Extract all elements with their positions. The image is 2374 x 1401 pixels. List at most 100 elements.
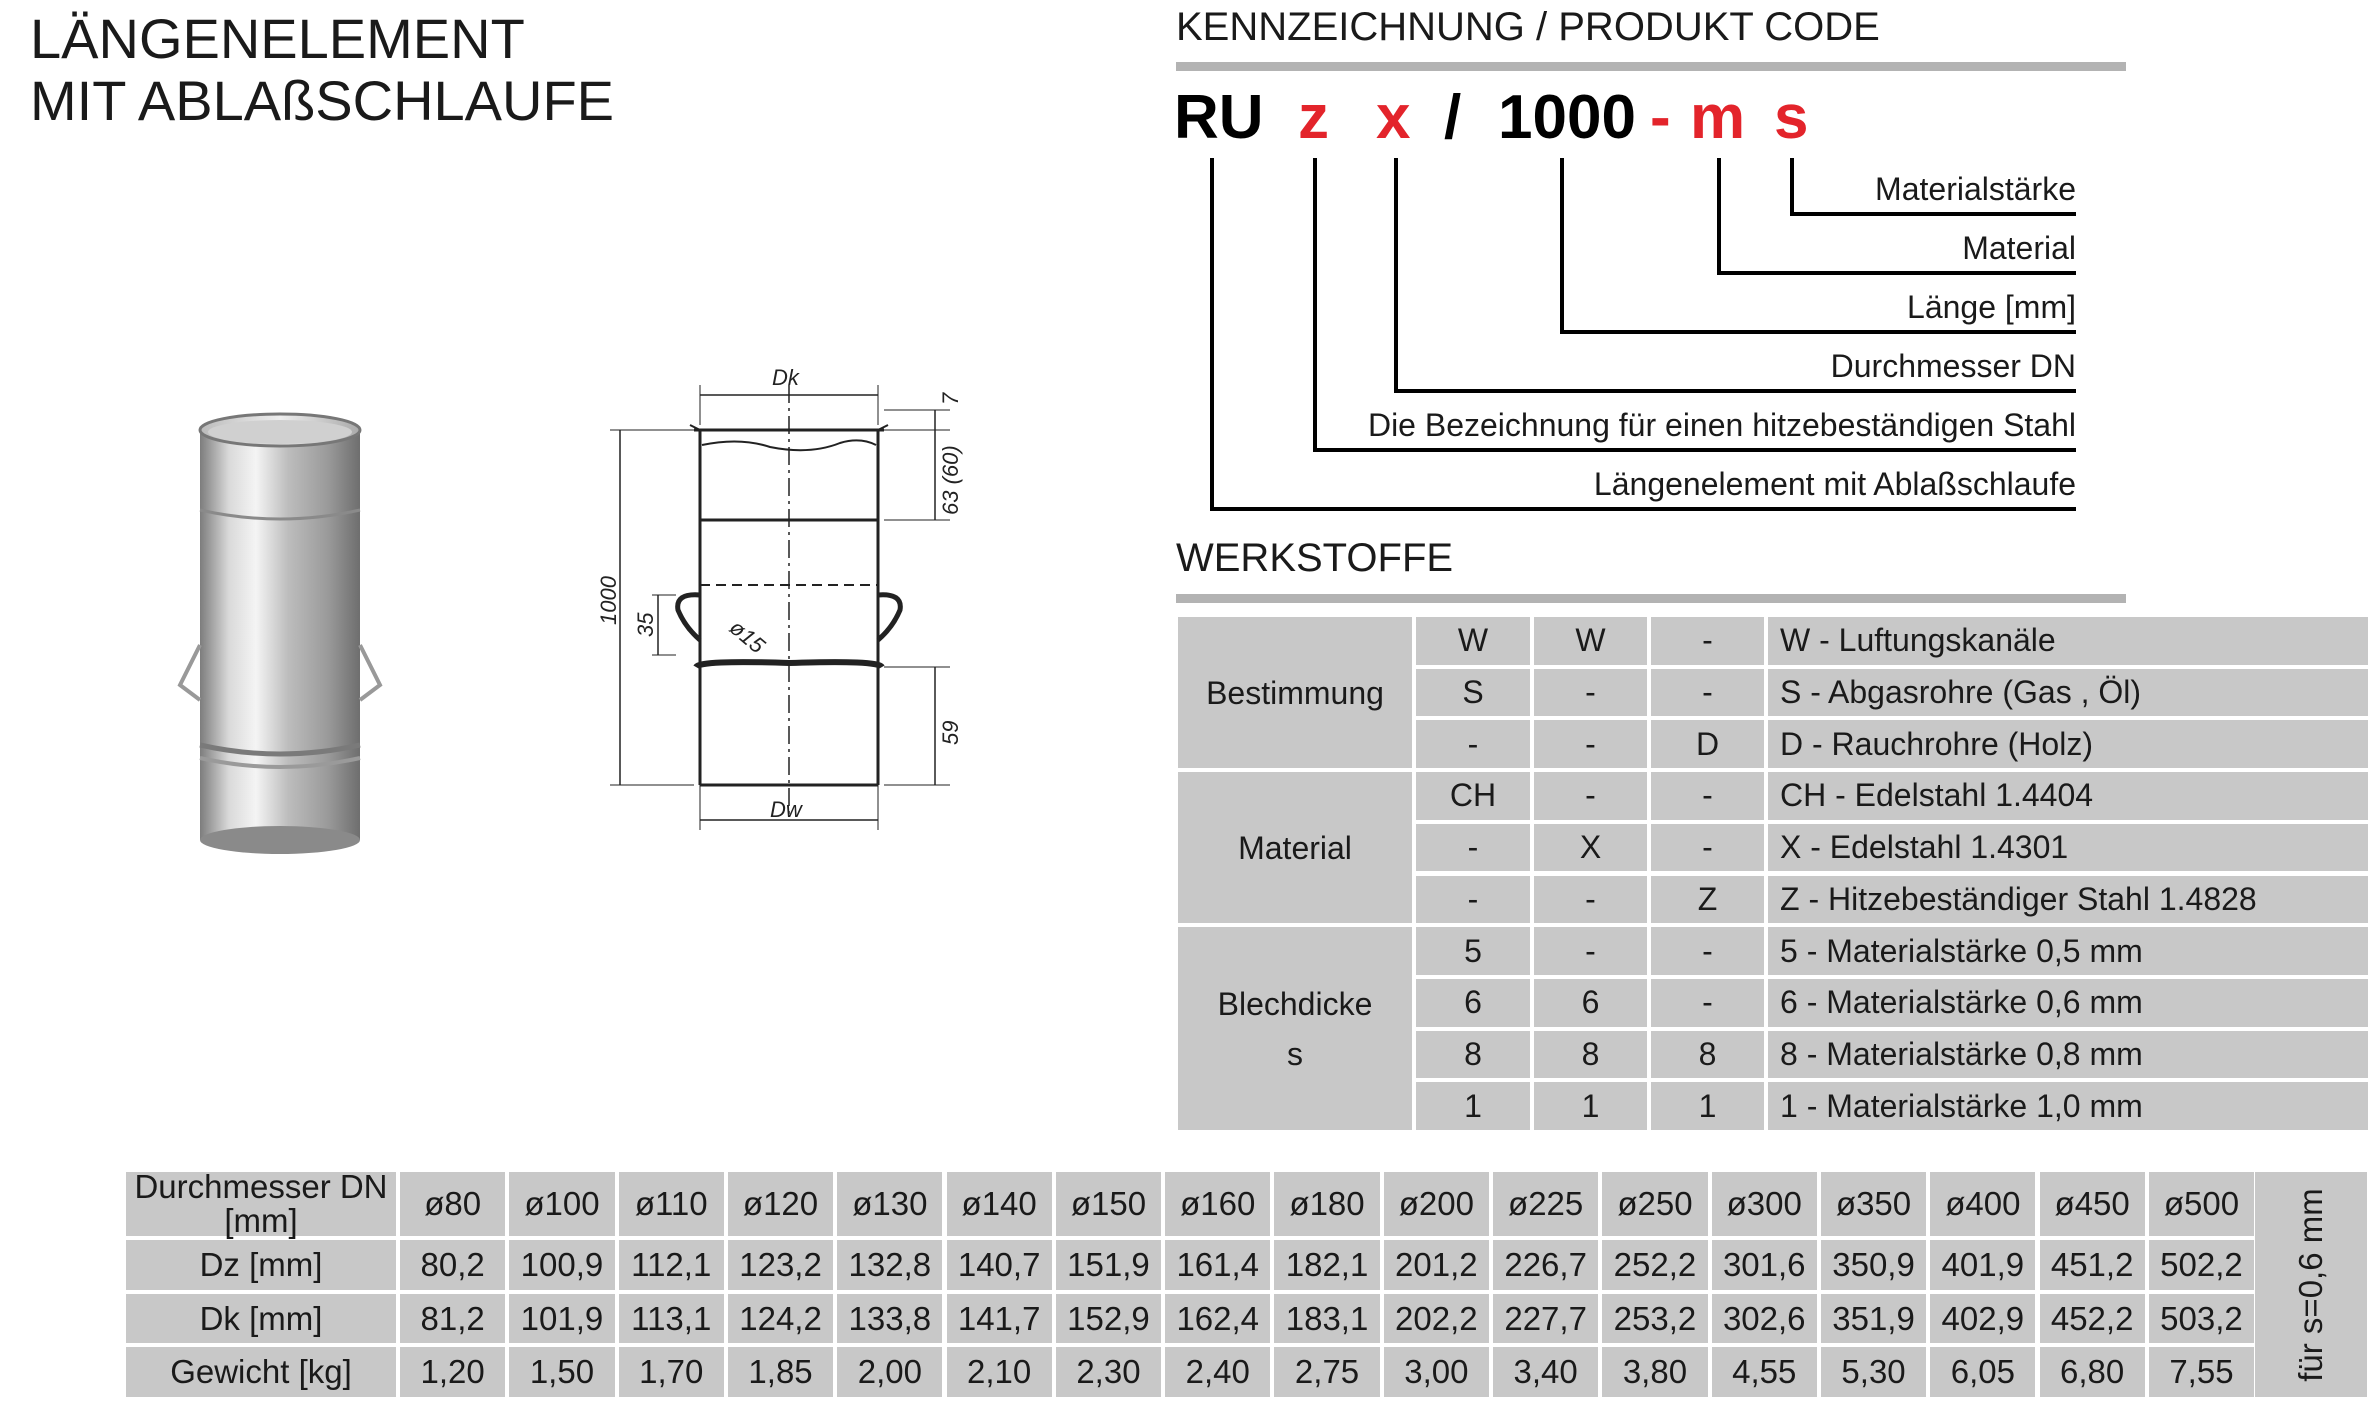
dim-top63-label: 63 (60) xyxy=(938,445,963,515)
dims-value-cell: 402,9 xyxy=(1930,1294,2036,1343)
werkstoffe-desc-cell: CH - Edelstahl 1.4404 xyxy=(1768,772,2368,820)
werkstoffe-desc-cell: 8 - Materialstärke 0,8 mm xyxy=(1768,1030,2368,1079)
dims-value-cell: 124,2 xyxy=(727,1294,834,1343)
werkstoffe-desc-cell: 1 - Materialstärke 1,0 mm xyxy=(1768,1082,2368,1130)
dims-value-cell: 133,8 xyxy=(837,1294,943,1343)
werkstoffe-desc-cell: D - Rauchrohre (Holz) xyxy=(1768,720,2368,769)
dims-value-cell: 201,2 xyxy=(1383,1240,1489,1290)
werkstoffe-code-cell: - xyxy=(1651,668,1764,717)
dims-value-cell: 502,2 xyxy=(2148,1240,2255,1290)
dims-row-label: Gewicht [kg] xyxy=(126,1347,396,1397)
group-label-line: Material xyxy=(1238,829,1352,866)
werkstoffe-code-cell: - xyxy=(1651,772,1764,820)
dims-value-cell: 1,20 xyxy=(400,1347,506,1397)
werkstoffe-code-cell: D xyxy=(1651,720,1764,769)
werkstoffe-code-cell: - xyxy=(1651,617,1764,665)
werkstoffe-code-cell: 1 xyxy=(1416,1082,1530,1130)
leader-materialstaerke-vline xyxy=(1790,158,1794,214)
dims-value-cell: ø250 xyxy=(1602,1172,1708,1236)
werkstoffe-code-cell: - xyxy=(1651,978,1764,1027)
werkstoffe-group-label: Blechdicke s xyxy=(1178,927,1412,1130)
werkstoffe-code-cell: - xyxy=(1416,823,1530,872)
dims-value-cell: 183,1 xyxy=(1274,1294,1380,1343)
dims-value-cell: ø450 xyxy=(2039,1172,2145,1236)
dims-value-cell: 112,1 xyxy=(618,1240,724,1290)
page-title: LÄNGENELEMENT MIT ABLAßSCHLAUFE xyxy=(30,8,614,132)
group-label-line: s xyxy=(1287,1035,1303,1072)
code-heading: KENNZEICHNUNG / PRODUKT CODE xyxy=(1176,5,1880,49)
leader-laengenelement-hline xyxy=(1210,507,2076,511)
dims-value-cell: 2,40 xyxy=(1165,1347,1271,1397)
dims-value-cell: 202,2 xyxy=(1383,1294,1489,1343)
dims-side-note-text: für s=0,6 mm xyxy=(2292,1187,2329,1382)
dims-row-label: Dk [mm] xyxy=(126,1294,396,1343)
leader-durchmesser-label: Durchmesser DN xyxy=(1830,348,2076,384)
title-line-2: MIT ABLAßSCHLAUFE xyxy=(30,69,615,132)
dims-value-cell: 152,9 xyxy=(1055,1294,1162,1343)
dims-value-cell: 113,1 xyxy=(618,1294,724,1343)
code-s: s xyxy=(1774,83,1809,152)
dims-value-cell: 253,2 xyxy=(1602,1294,1708,1343)
dims-value-cell: 6,80 xyxy=(2039,1347,2145,1397)
dims-value-cell: 3,00 xyxy=(1383,1347,1489,1397)
dim-loop-label: 35 xyxy=(633,612,658,637)
dims-value-cell: 2,10 xyxy=(946,1347,1052,1397)
dims-value-cell: 401,9 xyxy=(1930,1240,2036,1290)
werkstoffe-code-cell: 8 xyxy=(1416,1030,1530,1079)
code-z: z xyxy=(1298,83,1329,152)
werkstoffe-code-cell: - xyxy=(1416,875,1530,924)
leader-durchmesser-hline xyxy=(1394,389,2076,393)
dims-row-label: Durchmesser DN [mm] xyxy=(126,1170,396,1238)
dims-value-cell: 351,9 xyxy=(1820,1294,1927,1343)
dims-value-cell: 2,00 xyxy=(837,1347,943,1397)
werkstoffe-desc-cell: W - Luftungskanäle xyxy=(1768,617,2368,665)
code-dash: - xyxy=(1650,83,1671,152)
leader-material-vline xyxy=(1717,158,1721,273)
leader-laenge-hline xyxy=(1560,330,2076,334)
dims-value-cell: 2,30 xyxy=(1055,1347,1162,1397)
werkstoffe-code-cell: S xyxy=(1416,668,1530,717)
dims-value-cell: 302,6 xyxy=(1711,1294,1817,1343)
dims-value-cell: ø350 xyxy=(1820,1172,1927,1236)
leader-materialstaerke-hline xyxy=(1790,212,2076,216)
dim-dk-label: Dk xyxy=(772,365,800,390)
werkstoffe-code-cell: 1 xyxy=(1651,1082,1764,1130)
dims-value-cell: ø130 xyxy=(837,1172,943,1236)
werkstoffe-code-cell: W xyxy=(1416,617,1530,665)
werkstoffe-code-cell: 5 xyxy=(1416,927,1530,975)
werkstoffe-desc-cell: 5 - Materialstärke 0,5 mm xyxy=(1768,927,2368,975)
dim-dw-label: Dw xyxy=(770,797,804,822)
werkstoffe-desc-cell: S - Abgasrohre (Gas , Öl) xyxy=(1768,668,2368,717)
dims-value-cell: 161,4 xyxy=(1165,1240,1271,1290)
dims-value-cell: 1,50 xyxy=(509,1347,615,1397)
werkstoffe-code-cell: - xyxy=(1534,927,1647,975)
dims-value-cell: 162,4 xyxy=(1165,1294,1271,1343)
werkstoffe-desc-cell: Z - Hitzebeständiger Stahl 1.4828 xyxy=(1768,875,2368,924)
dims-value-cell: 5,30 xyxy=(1820,1347,1927,1397)
werkstoffe-code-cell: X xyxy=(1534,823,1647,872)
dims-value-cell: 132,8 xyxy=(837,1240,943,1290)
dims-value-cell: 123,2 xyxy=(727,1240,834,1290)
dims-value-cell: 80,2 xyxy=(400,1240,506,1290)
dims-value-cell: 226,7 xyxy=(1493,1240,1599,1290)
dim-total-label: 1000 xyxy=(596,575,621,625)
dims-value-cell: 1,70 xyxy=(618,1347,724,1397)
dims-value-cell: ø400 xyxy=(1930,1172,2036,1236)
dims-value-cell: 140,7 xyxy=(946,1240,1052,1290)
dims-value-cell: 452,2 xyxy=(2039,1294,2145,1343)
technical-drawing: Dk Dw 1000 35 ø15 7 63 (60) 59 xyxy=(596,365,963,830)
werkstoffe-heading-rule xyxy=(1176,594,2126,603)
code-heading-rule xyxy=(1176,62,2126,71)
dims-value-cell: 101,9 xyxy=(509,1294,615,1343)
werkstoffe-heading: WERKSTOFFE xyxy=(1176,536,1454,580)
dims-value-cell: ø200 xyxy=(1383,1172,1489,1236)
code-m: m xyxy=(1690,83,1746,152)
leader-stahl-label: Die Bezeichnung für einen hitzebeständig… xyxy=(1367,407,2076,443)
group-label-line: Blechdicke xyxy=(1217,985,1373,1022)
werkstoffe-group-label: Bestimmung xyxy=(1178,617,1412,769)
dims-value-cell: 503,2 xyxy=(2148,1294,2255,1343)
werkstoffe-code-cell: - xyxy=(1534,772,1647,820)
dims-value-cell: ø180 xyxy=(1274,1172,1380,1236)
leader-durchmesser-vline xyxy=(1394,158,1398,391)
dims-value-cell: ø120 xyxy=(727,1172,834,1236)
